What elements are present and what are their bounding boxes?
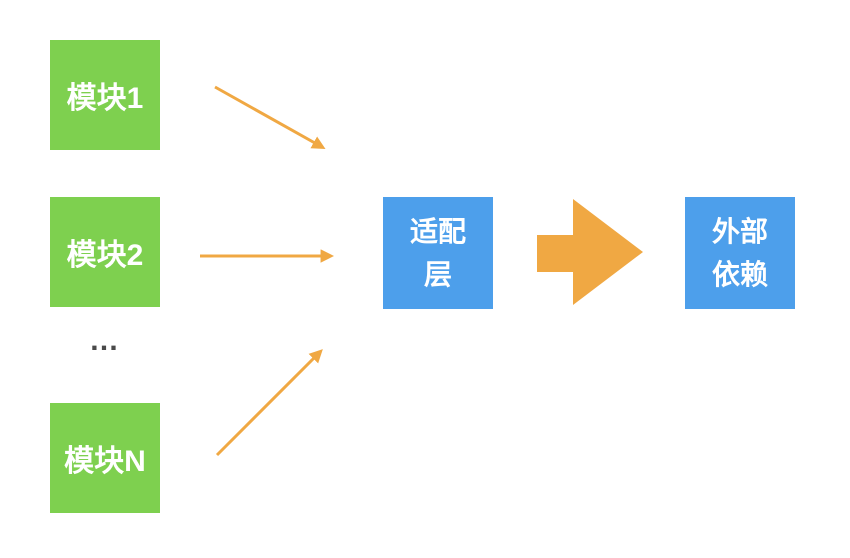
module-2-box: 模块2	[50, 197, 160, 307]
external-dependency-label-line2: 依赖	[711, 259, 768, 290]
modules-ellipsis: …	[89, 324, 121, 357]
adapter-layer-box: 适配 层	[383, 197, 493, 309]
external-dependency-label-line1: 外部	[711, 215, 768, 247]
module-1-label: 模块1	[66, 82, 144, 115]
adapter-layer-label-line2: 层	[423, 259, 452, 290]
block-arrow-adapter-to-external-icon	[537, 199, 643, 305]
arrow-moduleN-to-adapter-icon	[215, 349, 323, 457]
module-n-box: 模块N	[50, 403, 160, 513]
module-2-label: 模块2	[66, 239, 144, 272]
module-1-box: 模块1	[50, 40, 160, 150]
arrow-module1-to-adapter-icon	[214, 85, 326, 149]
external-dependency-box: 外部 依赖	[685, 197, 795, 309]
adapter-layer-label-line1: 适配	[409, 215, 466, 247]
module-n-label: 模块N	[64, 445, 146, 478]
